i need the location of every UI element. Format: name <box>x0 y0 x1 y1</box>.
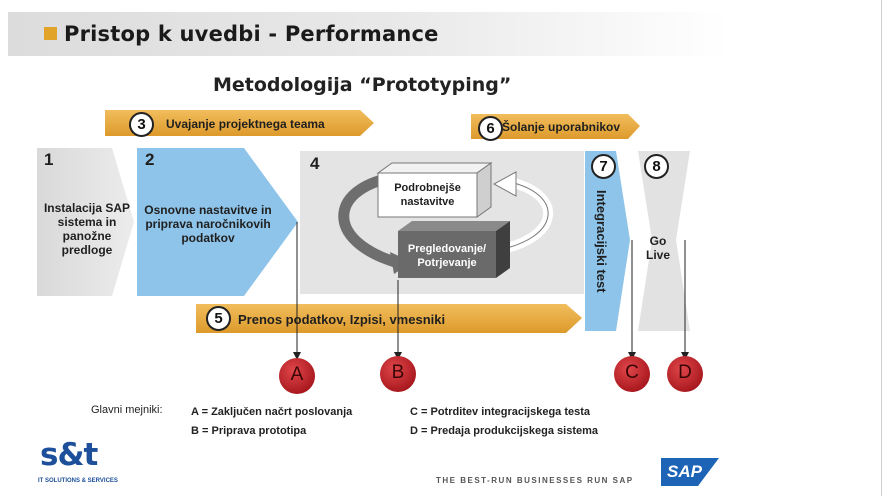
milestone-a-desc: A = Zaključen načrt poslovanja <box>191 406 353 418</box>
st-logo: s&t <box>40 437 98 473</box>
phase-8-number: 8 <box>644 154 669 179</box>
sap-logo-shape <box>661 458 719 486</box>
phase-1-number: 1 <box>44 150 54 169</box>
phase-1-line-3: panožne <box>62 229 112 243</box>
right-divider-line <box>881 0 882 496</box>
phase-2-line-2: priprava naročnikovih <box>145 217 271 231</box>
phase-2-text: Osnovne nastavitve in priprava naročniko… <box>138 203 278 245</box>
phase-2-number: 2 <box>145 150 155 169</box>
milestone-d-circle <box>667 356 703 392</box>
milestone-b-desc: B = Priprava prototipa <box>191 425 307 437</box>
milestone-c-circle <box>614 356 650 392</box>
phase-3-arrow <box>105 110 374 136</box>
detail-settings-line-1: Podrobnejše <box>394 182 461 194</box>
phase-1-text: Instalacija SAP sistema in panožne predl… <box>39 201 135 257</box>
phase-3-text: Uvajanje projektnega teama <box>166 117 325 131</box>
phase-2-line-1: Osnovne nastavitve in <box>144 203 272 217</box>
phase-7-text: Integracijski test <box>594 190 609 293</box>
phase-1-line-4: predloge <box>61 243 113 257</box>
phase-1-line-1: Instalacija SAP <box>43 201 131 215</box>
detail-settings-line-2: nastavitve <box>400 196 455 208</box>
phase-8-line-1: Go <box>649 234 667 248</box>
milestone-c-label: C <box>625 362 639 383</box>
phase-8-text: Go Live <box>640 234 676 262</box>
review-confirm-box <box>398 231 496 278</box>
phase-1-line-2: sistema in <box>57 215 117 229</box>
review-confirm-label: Pregledovanje/ Potrjevanje <box>398 242 496 270</box>
phase-5-text: Prenos podatkov, Izpisi, vmesniki <box>238 312 446 327</box>
phase-5-arrow <box>196 304 582 333</box>
phase-7-number: 7 <box>591 154 616 179</box>
milestones-heading: Glavni mejniki: <box>91 404 163 416</box>
milestone-d-desc: D = Predaja produkcijskega sistema <box>410 425 599 437</box>
detail-settings-box <box>377 172 478 218</box>
review-confirm-line-2: Potrjevanje <box>417 257 477 269</box>
phase-8-shape <box>638 151 690 331</box>
title-accent-square <box>44 27 57 40</box>
phase-7-shape <box>585 151 630 331</box>
slide-title-bar <box>8 12 728 56</box>
sap-logo-text: SAP <box>667 462 702 481</box>
phase-3-number: 3 <box>129 112 154 137</box>
phase-8-line-2: Live <box>645 248 670 262</box>
phase-4-number: 4 <box>310 154 320 173</box>
milestone-b-circle <box>380 356 416 392</box>
phase-1-shape <box>37 148 134 296</box>
milestone-a-circle <box>279 358 315 394</box>
phase-2-line-3: podatkov <box>181 231 235 245</box>
milestone-b-label: B <box>391 362 405 383</box>
sap-tagline: THE BEST-RUN BUSINESSES RUN SAP <box>436 476 634 485</box>
review-confirm-line-1: Pregledovanje/ <box>407 243 487 255</box>
milestone-a-label: A <box>290 364 304 385</box>
cycle-arrow-left <box>338 172 397 268</box>
milestone-d-label: D <box>678 362 692 383</box>
phase-6-number: 6 <box>478 116 503 141</box>
phase-6-arrow <box>471 114 640 139</box>
phase-6-text: Šolanje uporabnikov <box>502 120 621 134</box>
slide-title: Pristop k uvedbi - Performance <box>64 22 439 46</box>
phase-2-shape <box>137 148 298 296</box>
st-logo-subtitle: IT SOLUTIONS & SERVICES <box>38 478 118 484</box>
detail-settings-label: Podrobnejše nastavitve <box>378 181 477 209</box>
phase-5-number: 5 <box>206 306 231 331</box>
diagram-title: Metodologija “Prototyping” <box>213 74 512 96</box>
milestone-c-desc: C = Potrditev integracijskega testa <box>410 406 591 418</box>
